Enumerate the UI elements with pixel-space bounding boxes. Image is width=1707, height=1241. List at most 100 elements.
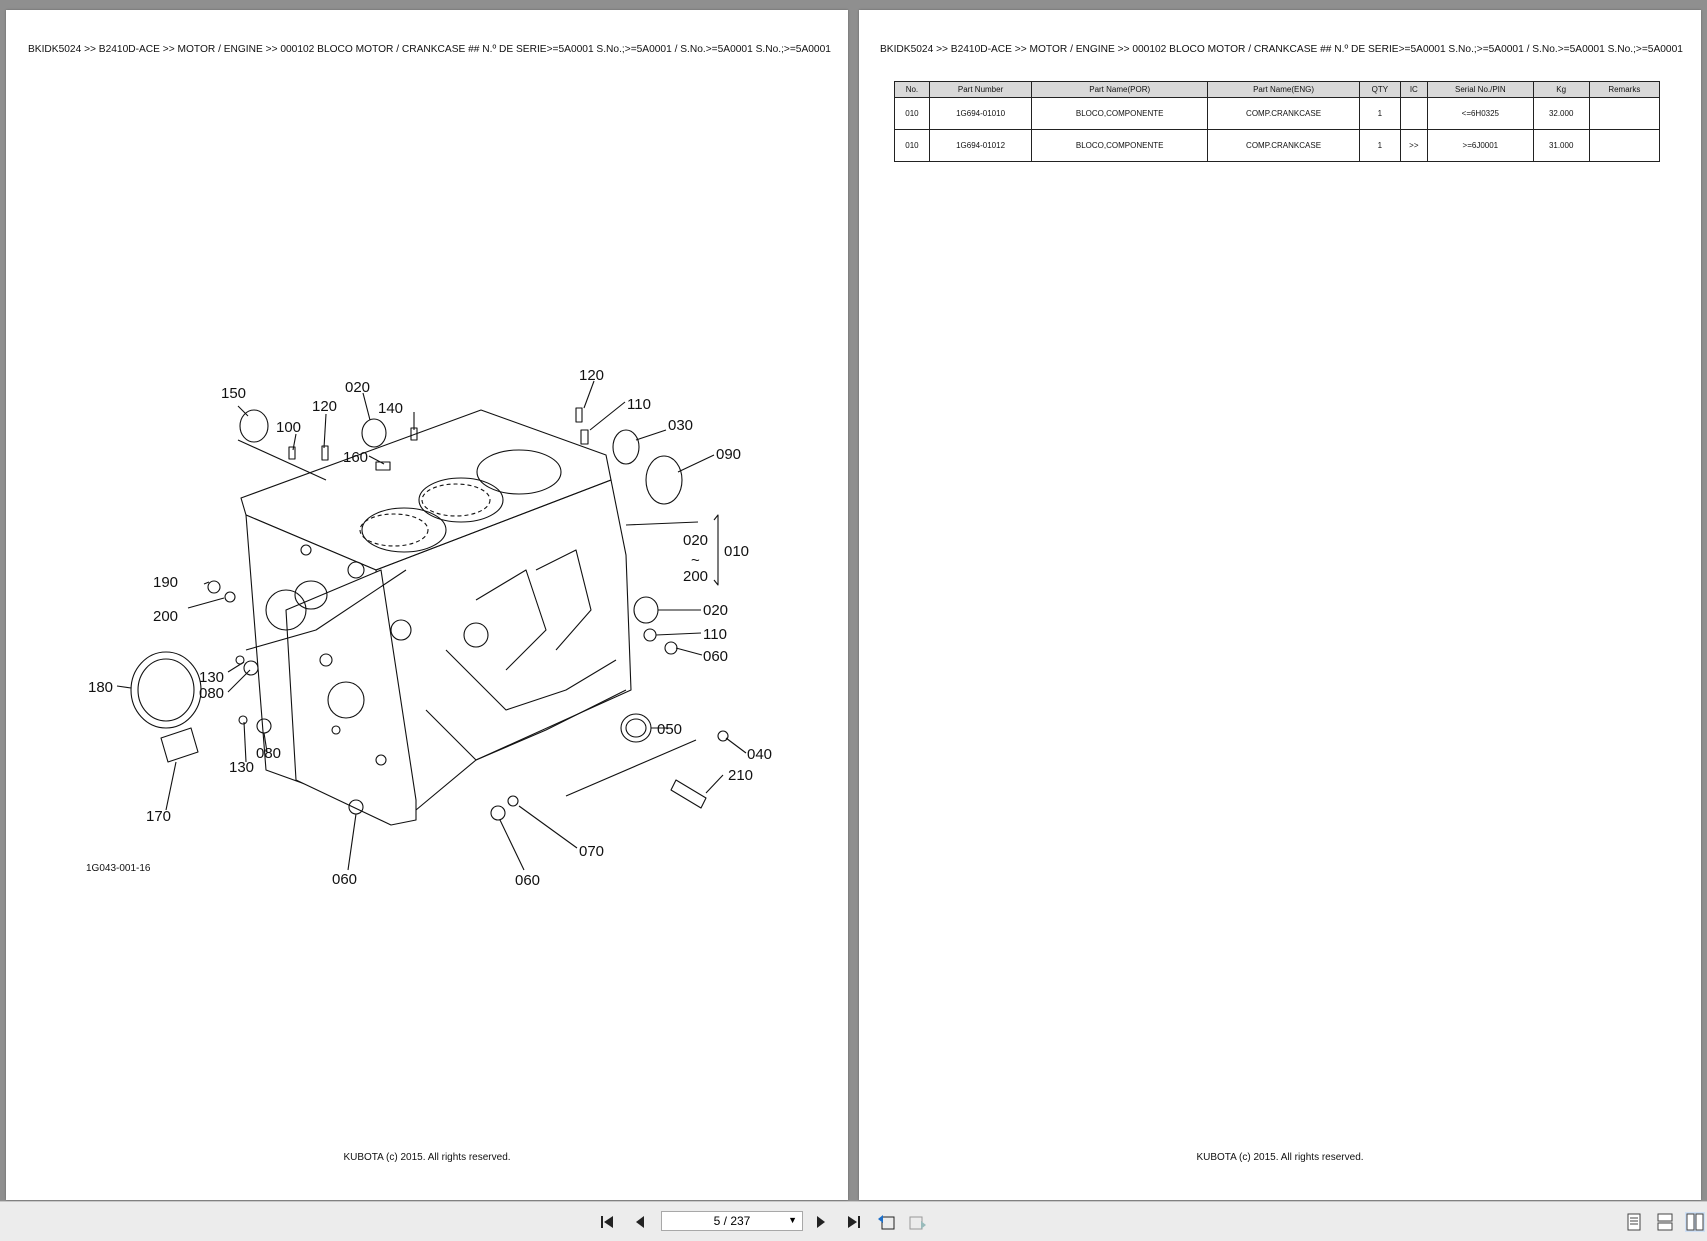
col-part-name-eng: Part Name(ENG) <box>1207 81 1360 98</box>
pin-120 <box>321 445 329 461</box>
callout-210: 210 <box>728 767 753 784</box>
callout-140: 140 <box>378 400 403 417</box>
pin-110-top <box>580 429 589 445</box>
cell-serial: <=6H0325 <box>1426 97 1534 130</box>
cell-remarks <box>1588 129 1661 162</box>
col-remarks: Remarks <box>1588 81 1661 98</box>
oil-seal-180 <box>130 651 202 729</box>
cell-part-number: 1G694-01010 <box>928 97 1033 130</box>
callout-110: 110 <box>627 396 651 413</box>
plug-040 <box>717 730 729 742</box>
cap-170 <box>160 727 199 763</box>
callout-070: 070 <box>579 843 604 860</box>
callout-080-lower: 080 <box>256 745 281 762</box>
single-page-view-button[interactable] <box>1624 1212 1644 1232</box>
diagram-code: 1G043-001-16 <box>86 863 151 874</box>
callout-170: 170 <box>146 808 171 825</box>
callout-190: 190 <box>153 574 178 591</box>
two-page-view-button[interactable] <box>1685 1212 1705 1232</box>
col-no: No. <box>894 81 930 98</box>
cell-no: 010 <box>894 129 930 162</box>
cell-qty: 1 <box>1358 97 1401 130</box>
callout-200: 200 <box>153 608 178 625</box>
cell-part-name-por: BLOCO,COMPONENTE <box>1031 97 1209 130</box>
back-view-icon <box>878 1215 895 1230</box>
table-row: 010 1G694-01012 BLOCO,COMPONENTE COMP.CR… <box>894 129 1661 162</box>
callout-040: 040 <box>747 746 772 763</box>
cell-part-name-por: BLOCO,COMPONENTE <box>1031 129 1209 162</box>
callout-090: 090 <box>716 446 741 463</box>
two-page-icon <box>1686 1213 1704 1231</box>
prev-page-icon <box>636 1216 644 1228</box>
plug-110-right <box>643 628 657 642</box>
cell-kg: 32.000 <box>1532 97 1590 130</box>
washer-200 <box>224 591 236 603</box>
next-page-icon <box>817 1216 825 1228</box>
callout-060-bottom: 060 <box>332 871 357 888</box>
callout-060-right: 060 <box>703 648 728 665</box>
plug-150 <box>239 409 269 443</box>
callout-150: 150 <box>221 385 246 402</box>
cell-part-name-eng: COMP.CRANKCASE <box>1207 129 1360 162</box>
pin-130-lower <box>238 715 248 725</box>
chevron-down-icon: ▼ <box>788 1215 797 1225</box>
last-page-button[interactable] <box>843 1212 863 1232</box>
callout-tilde: ~ <box>691 552 700 569</box>
pin-120-right <box>575 407 583 423</box>
callout-110-right: 110 <box>703 626 727 643</box>
callout-180: 180 <box>88 679 113 696</box>
pin-080 <box>243 660 259 676</box>
cell-remarks <box>1588 97 1661 130</box>
plug-030 <box>612 429 640 465</box>
cell-no: 010 <box>894 97 930 130</box>
page-indicator: 5 / 237 <box>713 1214 751 1228</box>
callout-200-range: 200 <box>683 568 708 585</box>
cell-ic <box>1399 97 1428 130</box>
plug-060-right <box>664 641 678 655</box>
plug-090 <box>645 455 683 505</box>
callout-120: 120 <box>312 398 337 415</box>
callout-020-range: 020 <box>683 532 708 549</box>
go-forward-view-button[interactable] <box>908 1212 928 1232</box>
last-page-icon <box>848 1216 860 1228</box>
col-part-name-por: Part Name(POR) <box>1031 81 1209 98</box>
table-row: 010 1G694-01010 BLOCO,COMPONENTE COMP.CR… <box>894 97 1661 130</box>
pin-100 <box>288 446 296 460</box>
plug-190 <box>207 580 221 594</box>
prev-page-button[interactable] <box>630 1212 650 1232</box>
go-back-view-button[interactable] <box>876 1212 896 1232</box>
callout-130-lower: 130 <box>229 759 254 776</box>
copyright-footer: KUBOTA (c) 2015. All rights reserved. <box>343 1152 511 1163</box>
viewer-toolbar: 5 / 237 ▼ <box>0 1201 1707 1241</box>
callout-050: 050 <box>657 721 682 738</box>
col-qty: QTY <box>1358 81 1401 98</box>
page-number-input[interactable]: 5 / 237 ▼ <box>661 1211 803 1231</box>
copyright-footer: KUBOTA (c) 2015. All rights reserved. <box>1196 1152 1364 1163</box>
callout-020: 020 <box>345 379 370 396</box>
single-page-icon <box>1627 1213 1641 1231</box>
continuous-view-button[interactable] <box>1655 1212 1675 1232</box>
callout-080: 080 <box>199 685 224 702</box>
callout-010: 010 <box>724 543 749 560</box>
col-kg: Kg <box>1532 81 1590 98</box>
breadcrumb: BKIDK5024 >> B2410D-ACE >> MOTOR / ENGIN… <box>880 44 1683 55</box>
gear-case-plate <box>285 569 417 826</box>
next-page-button[interactable] <box>811 1212 831 1232</box>
cell-serial: >=6J0001 <box>1426 129 1534 162</box>
table-header-row: No. Part Number Part Name(POR) Part Name… <box>894 81 1661 98</box>
plug-210 <box>670 779 707 809</box>
continuous-page-icon <box>1657 1213 1673 1231</box>
callout-130: 130 <box>199 669 224 686</box>
callout-120-right: 120 <box>579 367 604 384</box>
forward-view-icon <box>909 1216 926 1230</box>
cell-part-name-eng: COMP.CRANKCASE <box>1207 97 1360 130</box>
cell-qty: 1 <box>1358 129 1401 162</box>
plug-070 <box>507 795 519 807</box>
col-ic: IC <box>1399 81 1428 98</box>
pdf-page-right: BKIDK5024 >> B2410D-ACE >> MOTOR / ENGIN… <box>859 10 1701 1200</box>
first-page-button[interactable] <box>598 1212 618 1232</box>
bushing-020-top <box>361 418 387 448</box>
callout-100: 100 <box>276 419 301 436</box>
parts-table: No. Part Number Part Name(POR) Part Name… <box>894 81 1661 162</box>
bushing-020-right <box>633 596 659 624</box>
